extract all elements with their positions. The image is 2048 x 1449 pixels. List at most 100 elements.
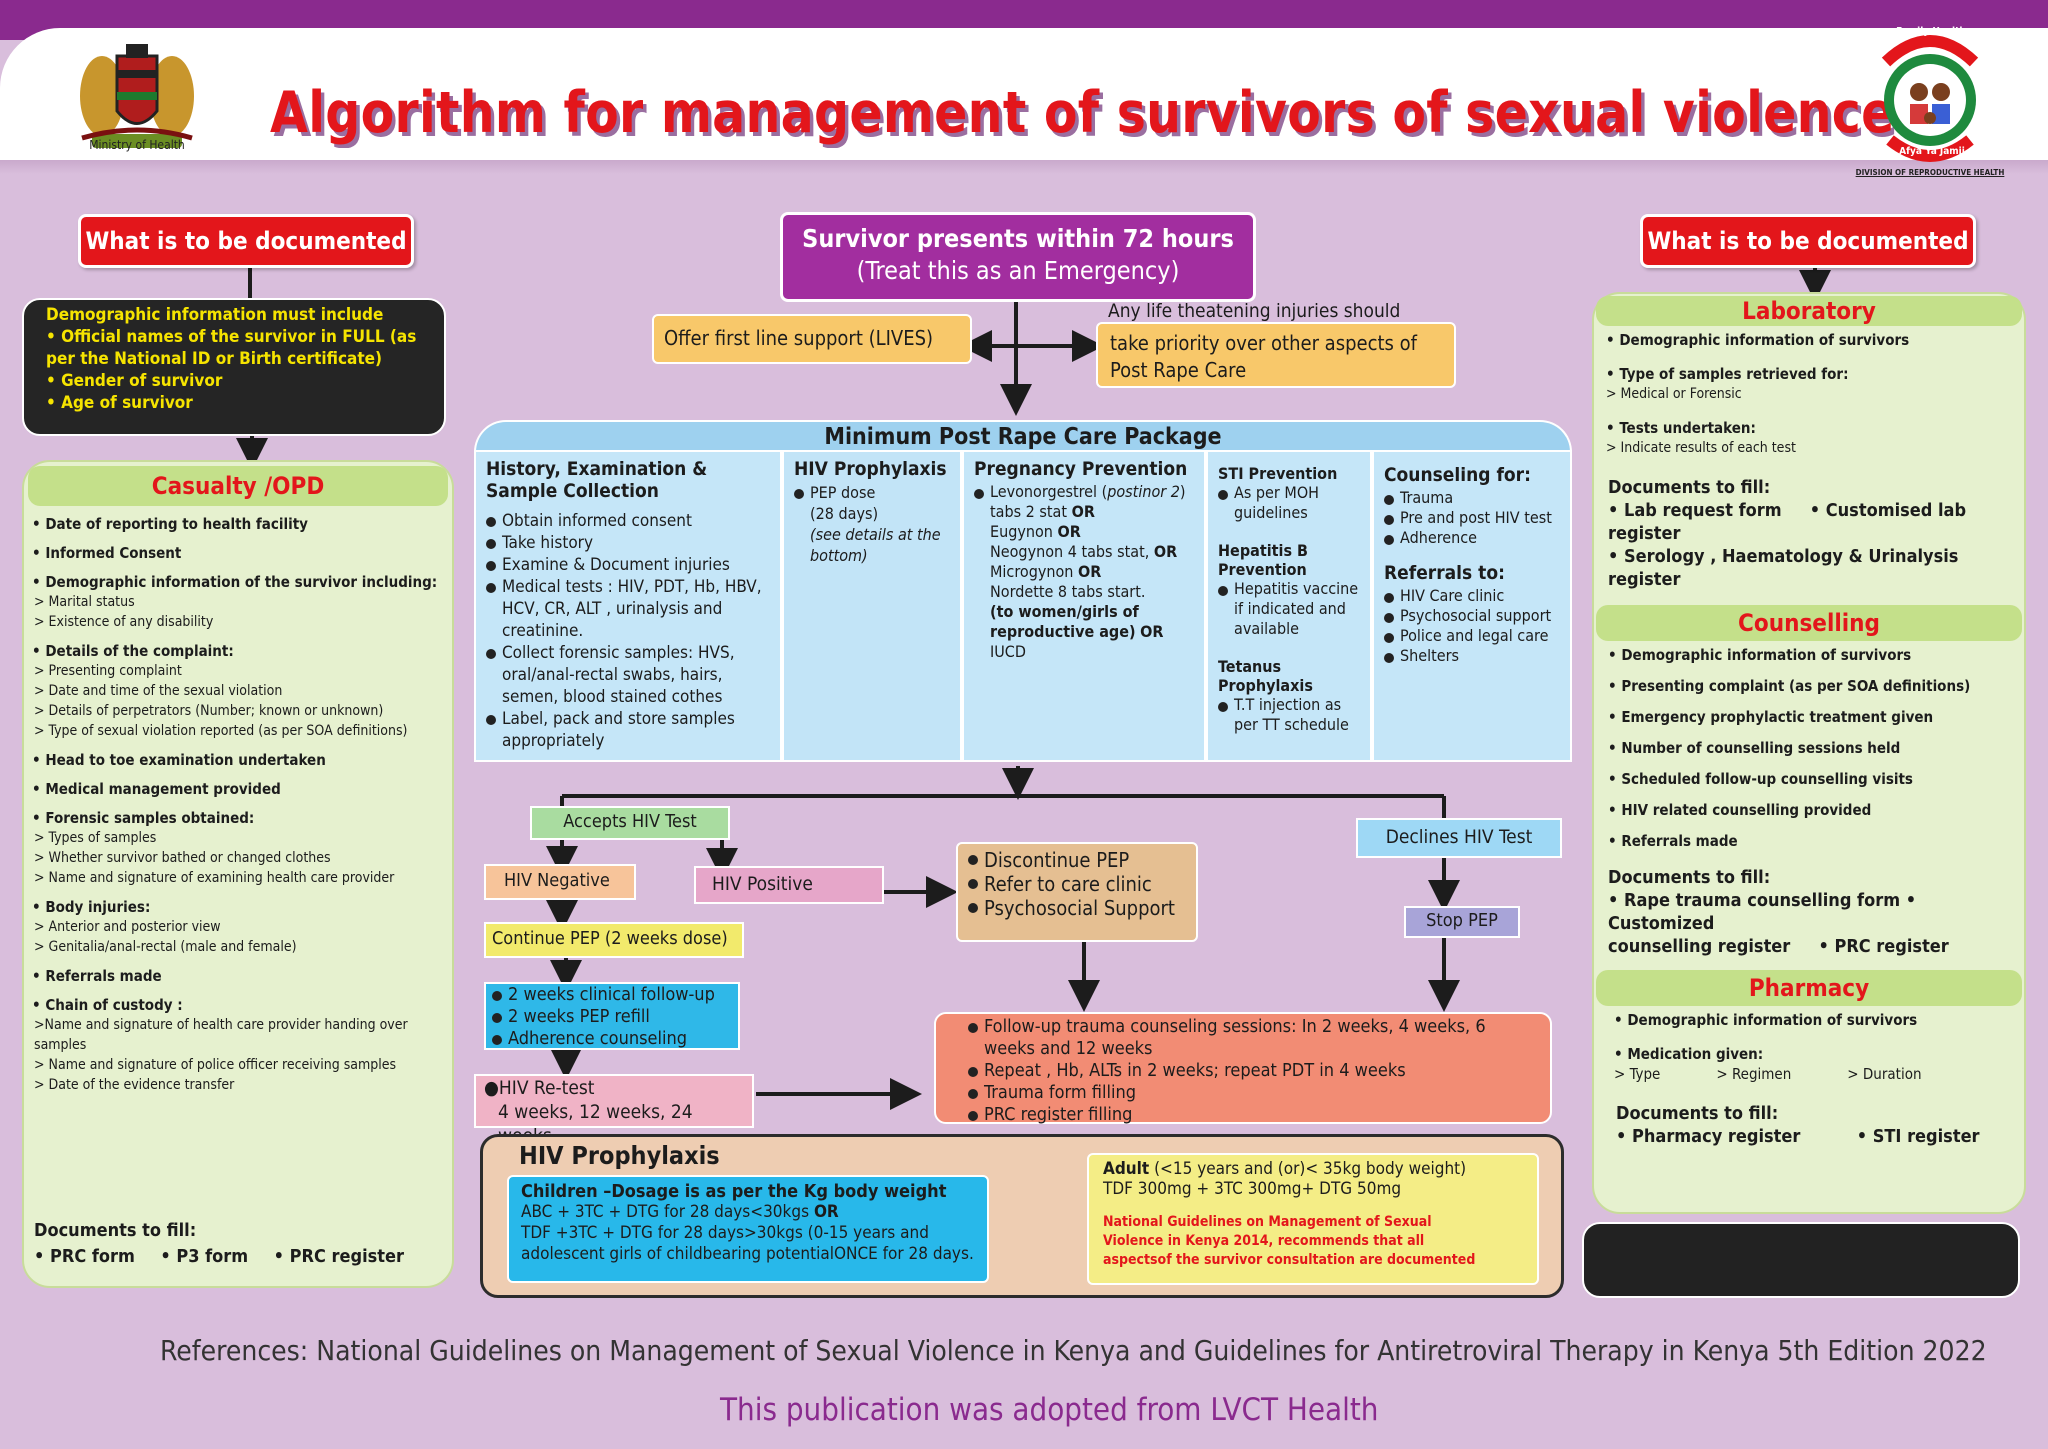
trauma-item: Trauma form filling: [968, 1082, 1540, 1104]
hiv-prophylaxis-column: HIV Prophylaxis PEP dose (28 days) (see …: [782, 450, 962, 762]
national-guidelines-note: National Guidelines on Management of Sex…: [1103, 1214, 1476, 1268]
casualty-section-title-text: Medical management provided: [45, 780, 281, 798]
sti-item: As per MOH guidelines: [1218, 483, 1360, 523]
retest-line1: ●HIV Re-test: [484, 1077, 595, 1099]
trauma-item: Repeat , Hb, ALTs in 2 weeks; repeat PDT…: [968, 1060, 1540, 1082]
counselling-docs: Documents to fill: • Rape trauma counsel…: [1594, 866, 2024, 958]
lab-docs-row2: • Serology , Haematology & Urinalysis re…: [1608, 546, 1959, 590]
lab-item: • Type of samples retrieved for: > Medica…: [1606, 364, 2012, 404]
adult-title: Adult (<15 years and (or)< 35kg body wei…: [1103, 1159, 1467, 1179]
counselling-item-text: Referrals made: [1621, 832, 1738, 850]
pharmacy-docs-heading: Documents to fill:: [1616, 1103, 1779, 1124]
pharmacy-docs: Documents to fill: • Pharmacy register •…: [1594, 1088, 2024, 1148]
casualty-section-title-text: Demographic information of the survivor …: [45, 573, 438, 591]
adult-dosage-box: Adult (<15 years and (or)< 35kg body wei…: [1087, 1153, 1539, 1285]
followup-box: 2 weeks clinical follow-up 2 weeks PEP r…: [484, 982, 740, 1050]
lab-item: • Tests undertaken:> Indicate results of…: [1606, 418, 2012, 458]
children-dosage-box: Children –Dosage is as per the Kg body w…: [507, 1175, 989, 1283]
casualty-section-title: • Head to toe examination undertaken: [32, 751, 326, 769]
casualty-docs-row: • PRC form • P3 form • PRC register: [34, 1246, 444, 1267]
casualty-section: • Chain of custody :>Name and signature …: [32, 995, 444, 1095]
lab-item-title: • Type of samples retrieved for:: [1606, 365, 1849, 383]
afya-ya-jamii-arc-text: Afya Ya Jamii: [1899, 146, 1965, 157]
right-what-documented-button[interactable]: What is to be documented: [1640, 214, 1976, 268]
casualty-section: • Demographic information of the survivo…: [32, 572, 444, 632]
counseling-item: Pre and post HIV test: [1384, 508, 1560, 528]
lab-item: • Demographic information of survivors: [1606, 330, 2012, 350]
family-health-logo: [1874, 22, 1986, 172]
history-item: Label, pack and store samples appropriat…: [486, 708, 770, 752]
counselling-item-text: Number of counselling sessions held: [1621, 739, 1901, 757]
counseling-title: Counseling for:: [1384, 464, 1531, 486]
tetanus-item: T.T injection as per TT schedule: [1218, 695, 1360, 735]
casualty-opd-panel: Casualty /OPD • Date of reporting to hea…: [22, 460, 454, 1288]
life-threat-line1: Any life theatening injuries should: [1108, 300, 1401, 322]
casualty-section-sub: > Whether survivor bathed or changed clo…: [34, 850, 331, 866]
casualty-section-sub: >Name and signature of health care provi…: [34, 1017, 408, 1053]
minimum-package-heading: Minimum Post Rape Care Package: [474, 420, 1572, 452]
pharmacy-sub-row: > Type> Regimen> Duration: [1614, 1065, 1922, 1083]
lab-item-sub: > Indicate results of each test: [1606, 440, 1796, 456]
counseling-item: Adherence: [1384, 528, 1560, 548]
lab-item-sub: > Medical or Forensic: [1606, 386, 1742, 402]
left-what-documented-button[interactable]: What is to be documented: [78, 214, 414, 268]
casualty-section-title: • Medical management provided: [32, 780, 281, 798]
casualty-section-sub: > Date of the evidence transfer: [34, 1077, 235, 1093]
casualty-section-sub: > Existence of any disability: [34, 614, 214, 630]
casualty-section-title: • Referrals made: [32, 967, 162, 985]
header-shadow: [0, 160, 2048, 174]
tetanus-title: Tetanus Prophylaxis: [1218, 657, 1313, 695]
counselling-item: • Number of counselling sessions held: [1608, 739, 1901, 757]
casualty-section: • Forensic samples obtained:> Types of s…: [32, 808, 444, 888]
casualty-section-title: • Informed Consent: [32, 544, 182, 562]
hiv-prophylaxis-box: HIV Prophylaxis Children –Dosage is as p…: [480, 1134, 1564, 1298]
casualty-section-sub: > Presenting complaint: [34, 663, 182, 679]
casualty-section-title: • Date of reporting to health facility: [32, 515, 308, 533]
casualty-section-title: • Forensic samples obtained:: [32, 809, 255, 827]
casualty-section-sub: > Name and signature of examining health…: [34, 870, 395, 886]
history-item: Examine & Document injuries: [486, 554, 770, 576]
counselling-item-text: Emergency prophylactic treatment given: [1621, 708, 1934, 726]
discontinue-item: Psychosocial Support: [968, 896, 1188, 920]
history-item: Medical tests : HIV, PDT, Hb, HBV, HCV, …: [486, 576, 770, 642]
referral-item: Shelters: [1384, 646, 1560, 666]
counselling-item: • Presenting complaint (as per SOA defin…: [1608, 677, 1971, 695]
sti-title: STI Prevention: [1218, 464, 1338, 483]
presents-line2: (Treat this as an Emergency): [856, 256, 1180, 285]
header-band: [0, 28, 2048, 168]
accepts-hiv-test-box: Accepts HIV Test: [530, 806, 730, 840]
counselling-heading: Counselling: [1596, 605, 2022, 641]
casualty-section-title-text: Head to toe examination undertaken: [45, 751, 326, 769]
life-threat-line3: Post Rape Care: [1110, 358, 1247, 382]
first-line-support-box: Offer first line support (LIVES): [652, 314, 972, 364]
casualty-section-sub: > Date and time of the sexual violation: [34, 683, 283, 699]
pregnancy-prevention-column: Pregnancy Prevention Levonorgestrel (pos…: [962, 450, 1206, 762]
adult-dose: TDF 300mg + 3TC 300mg+ DTG 50mg: [1103, 1179, 1402, 1199]
counselling-item: • HIV related counselling provided: [1608, 801, 1872, 819]
pep-see-details: (see details at the bottom): [810, 525, 941, 565]
counselling-item-text: Presenting complaint (as per SOA definit…: [1621, 677, 1971, 695]
referrals-title: Referrals to:: [1384, 562, 1505, 584]
followup-item: 2 weeks clinical follow-up: [492, 984, 732, 1006]
trauma-followup-box: Follow-up trauma counseling sessions: In…: [934, 1012, 1552, 1125]
pharmacy-item: • Demographic information of survivors: [1614, 1011, 1918, 1029]
pep-dose: PEP dose: [794, 482, 950, 503]
casualty-section-title-text: Forensic samples obtained:: [45, 809, 255, 827]
casualty-list: • Date of reporting to health facility • …: [24, 506, 452, 1097]
children-line1: ABC + 3TC + DTG for 28 days<30kgs OR: [521, 1202, 839, 1222]
children-title: Children –Dosage is as per the Kg body w…: [521, 1181, 947, 1202]
casualty-section-title-text: Chain of custody :: [45, 996, 183, 1014]
doc-prc-register: • PRC register: [273, 1246, 404, 1267]
counselling-docs-row2: counselling register • PRC register: [1608, 936, 1949, 957]
lab-item-text: Type of samples retrieved for:: [1619, 365, 1849, 383]
lab-item-text: Demographic information of survivors: [1619, 331, 1910, 349]
counselling-item-text: Scheduled follow-up counselling visits: [1621, 770, 1913, 788]
history-item: Take history: [486, 532, 770, 554]
demographic-heading: Demographic information must include: [46, 305, 384, 325]
casualty-heading: Casualty /OPD: [28, 466, 448, 506]
casualty-section-title-text: Referrals made: [45, 967, 162, 985]
demographic-info-box: Demographic information must include • O…: [22, 298, 446, 436]
pregnancy-options: Levonorgestrel (postinor 2) tabs 2 stat …: [974, 482, 1194, 662]
history-title: History, Examination & Sample Collection: [486, 458, 708, 502]
